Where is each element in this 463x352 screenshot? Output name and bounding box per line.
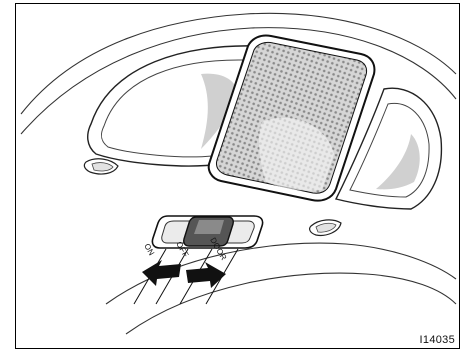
left-small-lamp (84, 159, 118, 174)
figure-code: I14035 (420, 334, 455, 346)
left-arrow-icon (142, 260, 181, 286)
interior-light-illustration (16, 4, 460, 349)
right-small-lamp (310, 220, 341, 236)
illustration-frame: ON OFF DOOR I14035 (15, 3, 460, 349)
